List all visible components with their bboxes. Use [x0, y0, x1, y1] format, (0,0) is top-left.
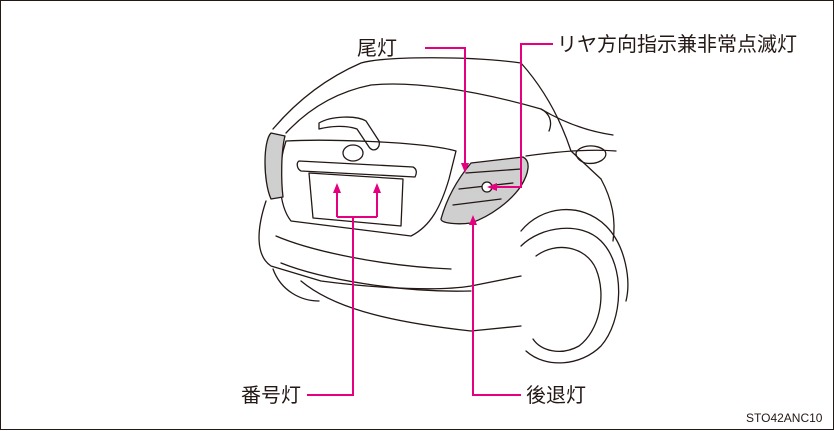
- left-wheel-arch: [272, 268, 320, 302]
- label-rear-turn-hazard: リヤ方向指示兼非常点滅灯: [557, 32, 797, 56]
- wiper: [318, 116, 380, 151]
- leader-plate-light: [307, 189, 378, 396]
- leader-backup-light: [472, 223, 521, 396]
- side-mirror: [575, 145, 607, 165]
- figure-code: STO42ANC10: [746, 411, 823, 425]
- rear-window-outline: [285, 83, 552, 134]
- label-tail-light: 尾灯: [357, 36, 397, 60]
- wheel-rim: [532, 246, 602, 352]
- label-backup-light: 後退灯: [526, 383, 586, 407]
- label-license-plate-light: 番号灯: [241, 383, 301, 407]
- roof-outline: [272, 57, 522, 130]
- left-tail-lamp: [264, 132, 286, 200]
- emblem: [342, 144, 364, 162]
- license-plate: [308, 172, 404, 227]
- leader-lines: [307, 43, 553, 396]
- leader-turn-hazard: [493, 43, 553, 188]
- c-pillar: [520, 62, 602, 180]
- rear-bumper: [258, 200, 522, 290]
- plate-recess: [296, 160, 417, 178]
- rear-tire: [520, 227, 620, 364]
- tailgate: [279, 139, 457, 237]
- leader-tail-light: [425, 47, 466, 167]
- side-line: [525, 149, 617, 157]
